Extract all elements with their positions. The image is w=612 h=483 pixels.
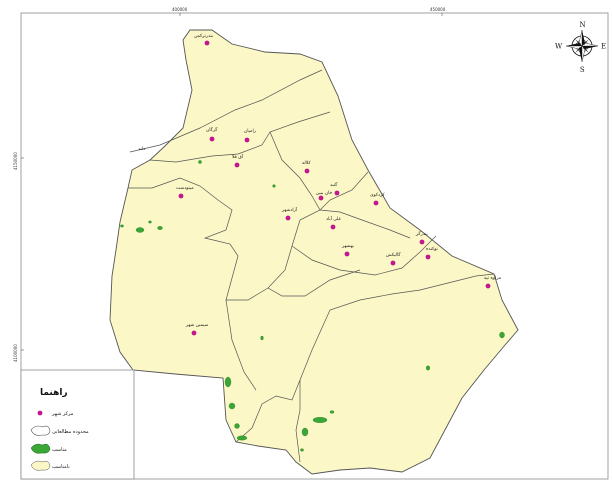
legend-label: مركز شهر [51, 411, 74, 417]
city-labels: بندرتركمن گرگان رامیان آق قلا کلاله گنبد… [138, 33, 502, 328]
city-label: مراوه تپه [484, 276, 502, 281]
city-dot [234, 162, 240, 168]
city-dot [425, 254, 431, 260]
city-label: کردکوی [370, 192, 385, 198]
legend-label: محدوده مطالعاتی [52, 429, 89, 435]
compass-s: S [580, 66, 585, 74]
city-label: گرگان [206, 126, 218, 133]
city-label: دلند [138, 147, 145, 152]
city-label: بندرتركمن [194, 33, 213, 39]
compass-e: E [601, 43, 606, 51]
city-dot [344, 251, 350, 257]
city-dot [419, 239, 425, 245]
city-dot [178, 193, 184, 199]
city-dot [318, 195, 324, 201]
legend-boundary-symbol [30, 425, 51, 436]
compass-rose-icon: N S E W [555, 21, 606, 74]
top-tick-label-2: 450000 [430, 7, 446, 12]
city-dot [191, 330, 197, 336]
city-label: بندرگز [415, 230, 428, 237]
city-dot [334, 190, 340, 196]
suitable-green-areas [120, 160, 505, 452]
city-label: آق قلا [232, 154, 244, 160]
city-dot [304, 168, 310, 174]
city-dot [373, 200, 379, 206]
left-tick-label-2: 4100000 [13, 344, 18, 362]
city-dot [209, 136, 215, 142]
compass-n: N [580, 21, 586, 29]
legend-region-symbol [30, 460, 51, 471]
city-label: آزادشهر [281, 207, 298, 213]
city-dot [485, 283, 491, 289]
legend-title: راهنما [40, 388, 68, 398]
county-boundaries [128, 69, 495, 463]
city-label: مینودشت [176, 186, 194, 191]
city-label: سیمین شهر [185, 323, 209, 328]
legend-city-dot-symbol [37, 410, 43, 416]
city-dot [390, 260, 396, 266]
city-dot [244, 137, 250, 143]
city-label: خان ببین [316, 191, 333, 196]
top-tick-label-1: 400000 [172, 7, 188, 12]
city-label: گالیکش [386, 251, 401, 258]
legend-label: نامناسب [52, 464, 70, 470]
city-label: نوکنده [426, 246, 438, 252]
city-dot [204, 40, 210, 46]
city-dot [285, 215, 291, 221]
city-centers [178, 40, 491, 336]
city-label: رامیان [244, 129, 256, 134]
city-label: گنبد [330, 181, 338, 188]
legend: راهنما مركز شهر محدوده مطالعاتی مناسب نا… [20, 369, 135, 480]
city-dot [330, 224, 336, 230]
legend-label: مناسب [52, 447, 67, 453]
left-tick-label-1: 4150000 [13, 152, 18, 170]
legend-green-symbol [30, 443, 51, 454]
city-label: کلاله [302, 160, 311, 166]
city-label: علی آباد [326, 216, 342, 222]
city-label: بهشهر [341, 244, 354, 249]
compass-w: W [555, 43, 563, 51]
